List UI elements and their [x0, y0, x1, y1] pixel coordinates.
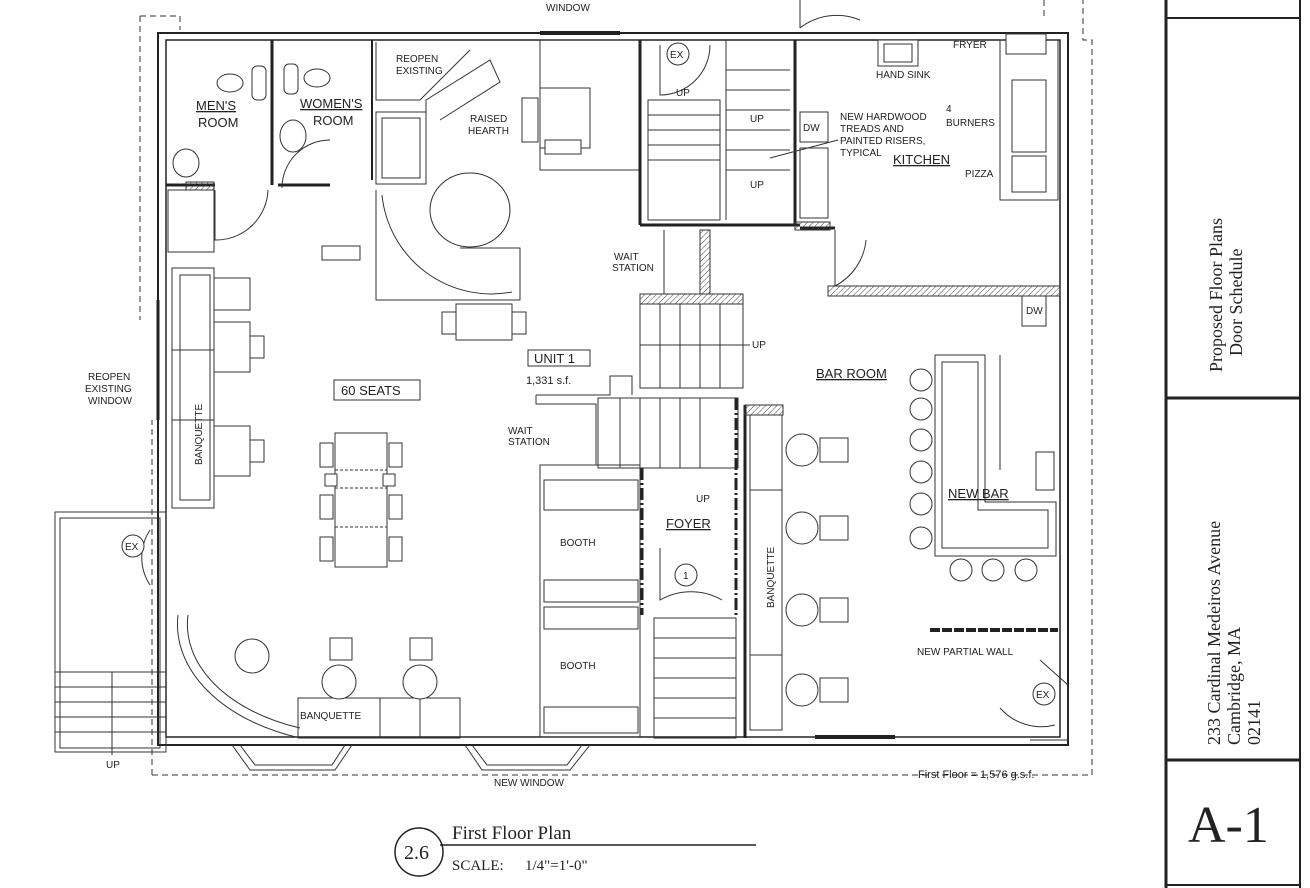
wait-station-1b: STATION [612, 263, 654, 274]
banquette-bar-label: BANQUETTE [766, 547, 777, 608]
kitchen: HAND SINK FRYER 4 BURNERS PIZZA KITCHEN … [769, 33, 1061, 297]
property-boundary [139, 0, 1093, 776]
left-banquette: BANQUETTE [171, 267, 265, 509]
banquette-bottom-label: BANQUETTE [300, 711, 361, 722]
booth-1-label: BOOTH [560, 538, 596, 549]
mens-room-line2: ROOM [198, 115, 238, 130]
drawing-title-line1: Proposed Floor Plans [1206, 218, 1226, 372]
window-top: WINDOW [540, 3, 620, 35]
womens-room-line2: ROOM [313, 113, 353, 128]
reopen-window-1: REOPEN [88, 372, 130, 383]
raised-hearth-area: REOPEN EXISTING RAISED HEARTH [321, 39, 641, 301]
up-exterior-label: UP [106, 760, 120, 771]
unit-area: 1,331 s.f. [526, 375, 571, 387]
sheet-id: A-1 [1188, 797, 1269, 854]
restrooms: MEN'S ROOM WOMEN'S ROOM [166, 40, 373, 253]
area-note: First Floor = 1,576 g.s.f. [918, 769, 1034, 781]
address-line1: 233 Cardinal Medeiros Avenue [1204, 521, 1224, 745]
ex-right-label: EX [1036, 690, 1050, 701]
center-tables [319, 303, 527, 568]
ex-top-label: EX [670, 50, 684, 61]
bottom-banquette: BANQUETTE [176, 614, 461, 739]
drawing-title-line2: Door Schedule [1226, 249, 1246, 356]
reopen-window-note: REOPEN EXISTING WINDOW [85, 300, 160, 420]
booth-2-label: BOOTH [560, 661, 596, 672]
new-partial-wall-label: NEW PARTIAL WALL [917, 647, 1014, 658]
reopen-existing-1: REOPEN [396, 54, 438, 65]
raised-hearth-2: HEARTH [468, 126, 509, 137]
address-line3: 02141 [1244, 700, 1264, 745]
plan-title: First Floor Plan [452, 823, 572, 844]
door-tag-label: 1 [683, 571, 689, 582]
bay-windows: NEW WINDOW [231, 744, 591, 789]
reopen-window-3: WINDOW [88, 396, 132, 407]
wait-station-2b: STATION [508, 437, 550, 448]
seats-label: 60 SEATS [341, 383, 401, 398]
bar-room-label: BAR ROOM [816, 366, 887, 381]
dining-room-labels: UNIT 1 1,331 s.f. 60 SEATS [333, 349, 591, 401]
pizza-label: PIZZA [965, 169, 994, 180]
dw-bar-label: DW [1026, 306, 1043, 317]
up-top3-label: UP [750, 180, 764, 191]
hand-sink-label: HAND SINK [876, 70, 931, 81]
scale-label: SCALE: [452, 858, 504, 874]
new-bar-label: NEW BAR [948, 486, 1009, 501]
center-stair: UP WAIT STATION WAIT STATION [508, 229, 766, 466]
womens-room-line1: WOMEN'S [300, 96, 363, 111]
up-top2-label: UP [750, 114, 764, 125]
hardwood-line4: TYPICAL [840, 148, 882, 159]
foyer-label: FOYER [666, 516, 711, 531]
banquette-left-label: BANQUETTE [194, 404, 205, 465]
up-foyer-label: UP [696, 494, 710, 505]
mens-room-line1: MEN'S [196, 98, 236, 113]
title-block: Proposed Floor Plans Door Schedule 233 C… [1164, 0, 1301, 888]
address-line2: Cambridge, MA [1224, 627, 1244, 745]
top-stair: EX UP UP UP [638, 0, 861, 227]
window-top-label: WINDOW [546, 3, 590, 14]
sheet-number: 2.6 [404, 842, 429, 864]
scale-value: 1/4"=1'-0" [525, 858, 588, 874]
unit-name: UNIT 1 [534, 351, 575, 366]
ex-left-label: EX [125, 542, 139, 553]
new-window-label: NEW WINDOW [494, 778, 565, 789]
fryer-label: FRYER [953, 40, 987, 51]
burners-line1: 4 [946, 104, 952, 115]
raised-hearth-1: RAISED [470, 114, 507, 125]
burners-line2: BURNERS [946, 118, 995, 129]
up-center-label: UP [752, 340, 766, 351]
up-top-label: UP [676, 88, 690, 99]
booths: BOOTH BOOTH [539, 464, 641, 738]
hardwood-line2: TREADS AND [840, 124, 904, 135]
hardwood-line1: NEW HARDWOOD [840, 112, 927, 123]
dw-kitchen-label: DW [803, 123, 820, 134]
exterior-landing: UP EX [54, 511, 167, 771]
plan-title-block: 2.6 First Floor Plan SCALE: 1/4"=1'-0" [394, 823, 756, 877]
foyer: UP FOYER 1 [597, 397, 739, 739]
reopen-existing-2: EXISTING [396, 66, 443, 77]
bar-room: BANQUETTE BAR ROOM NEW BAR DW NEW PARTIA… [743, 295, 1069, 741]
wait-station-2a: WAIT [508, 426, 533, 437]
hardwood-line3: PAINTED RISERS, [840, 136, 925, 147]
kitchen-label: KITCHEN [893, 152, 950, 167]
wait-station-1a: WAIT [614, 252, 639, 263]
reopen-window-2: EXISTING [85, 384, 132, 395]
